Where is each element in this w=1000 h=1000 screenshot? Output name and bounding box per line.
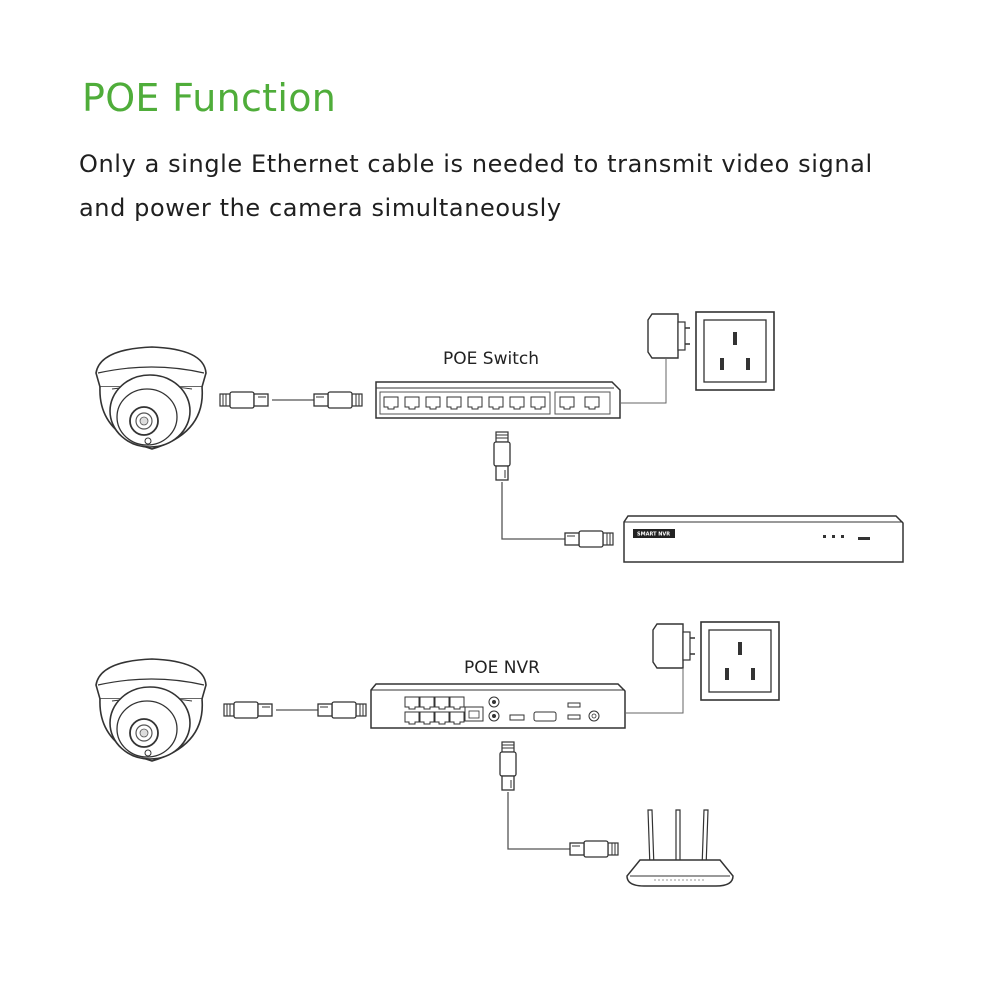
smart-nvr: SMART NVR	[623, 515, 904, 563]
bottom-power	[625, 621, 780, 714]
nvr-to-router-cable	[499, 741, 619, 858]
poe-switch-label: POE Switch	[443, 349, 539, 369]
bottom-camera-cable	[223, 701, 367, 719]
bottom-camera	[95, 658, 207, 762]
router	[626, 809, 734, 887]
subtitle-line-1: Only a single Ethernet cable is needed t…	[79, 150, 873, 178]
top-camera	[95, 346, 207, 450]
page-subtitle: Only a single Ethernet cable is needed t…	[79, 142, 959, 230]
page-title: POE Function	[82, 76, 337, 120]
switch-to-nvr-cable	[493, 431, 614, 548]
poe-nvr	[370, 683, 626, 729]
poe-switch	[375, 381, 621, 419]
top-power	[620, 311, 775, 404]
top-camera-cable	[219, 391, 363, 409]
smart-nvr-badge: SMART NVR	[637, 532, 670, 538]
poe-nvr-label: POE NVR	[464, 658, 540, 678]
subtitle-line-2: and power the camera simultaneously	[79, 194, 562, 222]
